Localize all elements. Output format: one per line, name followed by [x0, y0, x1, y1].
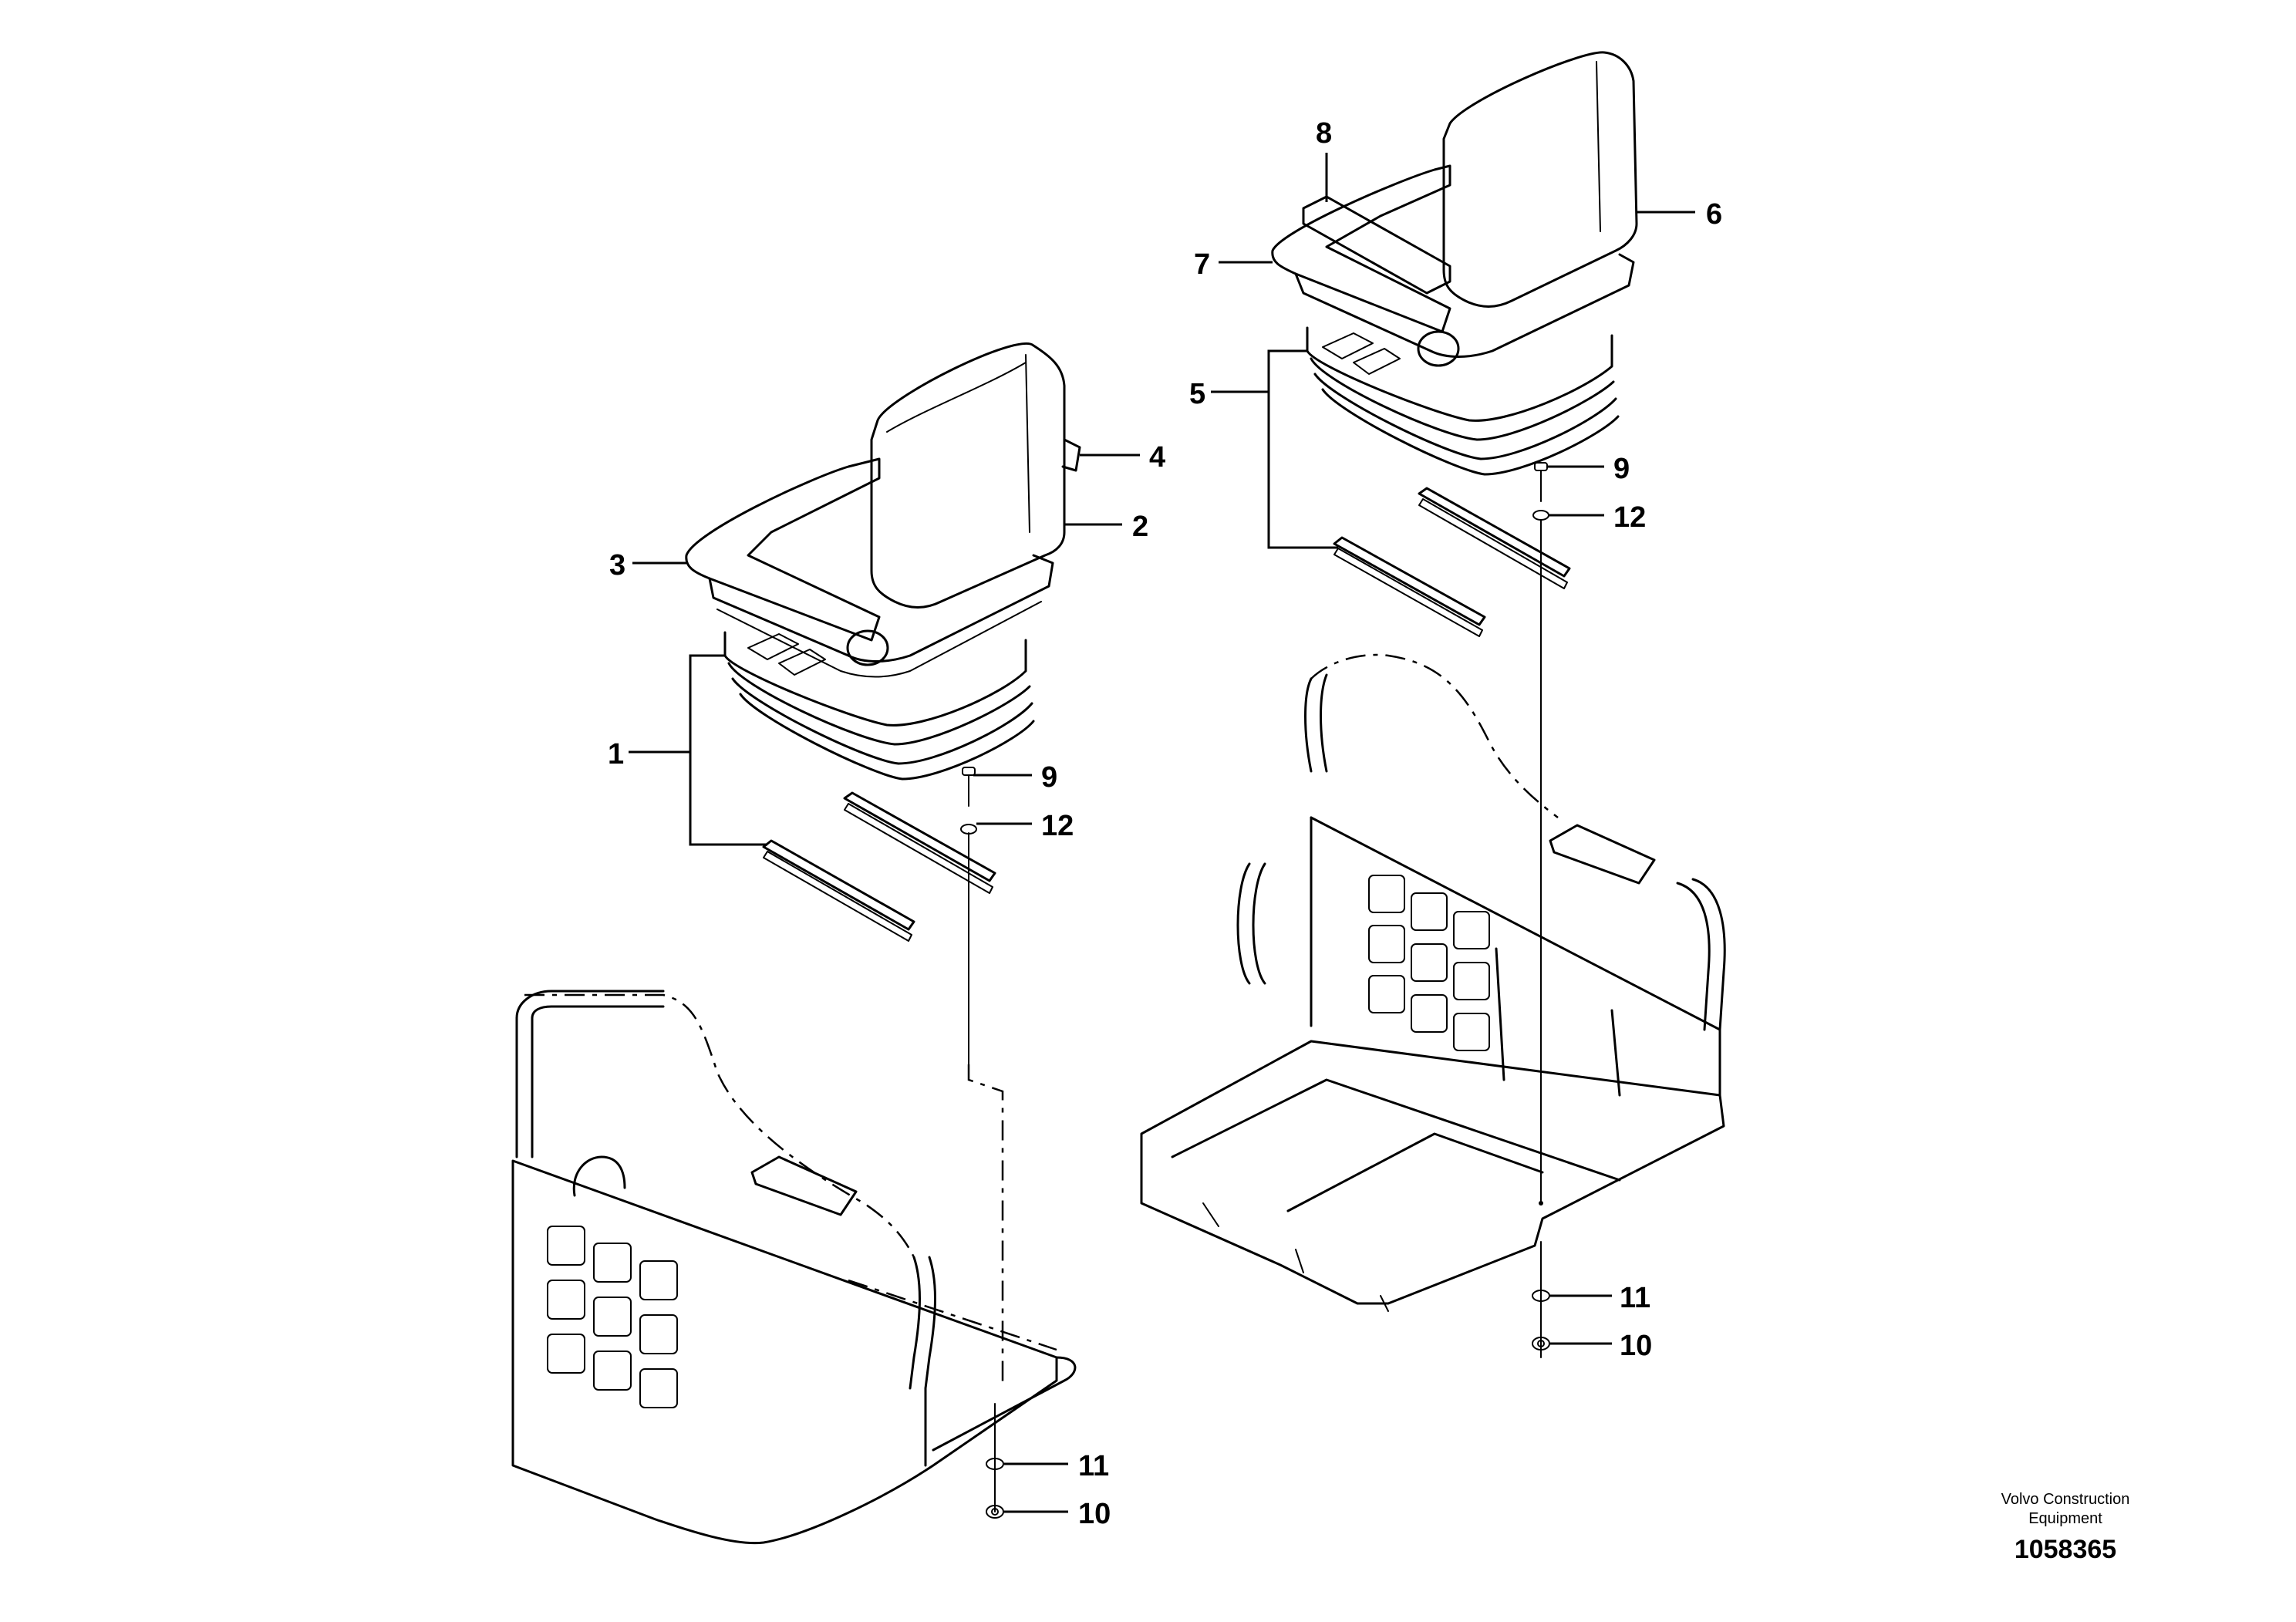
right-seat-frame	[1140, 653, 1726, 1312]
right-seat	[1271, 51, 1638, 476]
callout-right-6: 6	[1706, 198, 1722, 231]
callout-left-9: 9	[1041, 761, 1057, 794]
callout-right-10: 10	[1620, 1330, 1652, 1362]
left-seat-rails	[762, 791, 996, 942]
right-washers-lower	[1532, 1241, 1550, 1358]
callout-left-3: 3	[609, 549, 625, 582]
footer-brand-line1: Volvo Construction	[2001, 1491, 2130, 1508]
left-leaders	[629, 454, 1140, 1513]
callout-right-12: 12	[1613, 501, 1646, 534]
callout-left-11: 11	[1078, 1450, 1109, 1482]
left-seat	[685, 342, 1081, 781]
left-washers-lower	[986, 1403, 1004, 1519]
callout-right-5: 5	[1189, 378, 1205, 410]
right-leaders	[1211, 153, 1695, 1345]
callout-left-10: 10	[1078, 1498, 1111, 1530]
callout-left-2: 2	[1132, 511, 1148, 543]
drawing-number: 1058365	[2014, 1535, 2116, 1564]
callout-right-7: 7	[1194, 248, 1210, 281]
footer-brand-line2: Equipment	[2028, 1510, 2102, 1527]
callout-left-12: 12	[1041, 810, 1074, 842]
right-seat-rails	[1333, 487, 1571, 637]
right-bolt-washer	[1532, 462, 1549, 1206]
left-bolt-washer	[960, 767, 977, 880]
callout-right-8: 8	[1316, 117, 1332, 150]
callout-right-11: 11	[1620, 1282, 1650, 1314]
left-seat-frame	[511, 990, 1077, 1545]
callout-left-1: 1	[608, 738, 624, 771]
callout-left-4: 4	[1149, 441, 1165, 474]
callout-right-9: 9	[1613, 453, 1630, 485]
